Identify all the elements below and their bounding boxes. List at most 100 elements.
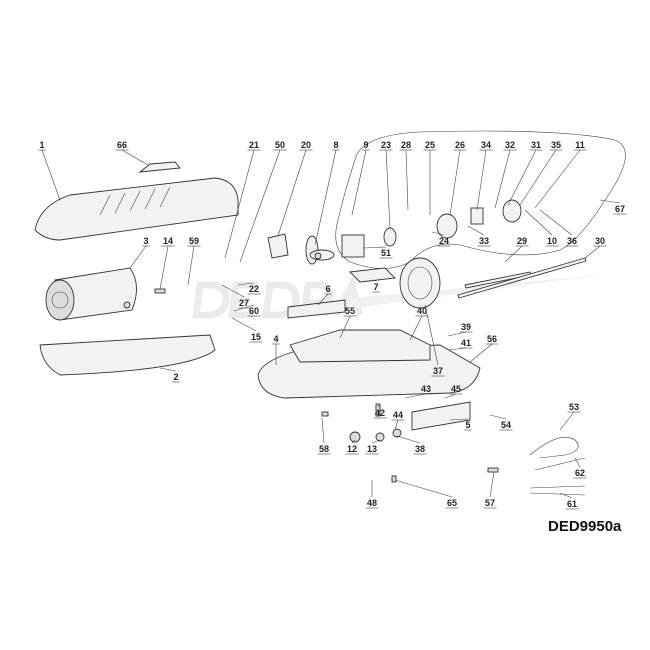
pump-body-part bbox=[502, 199, 522, 223]
leader-line bbox=[599, 199, 621, 204]
motor-part bbox=[341, 234, 365, 258]
part-number-label: 10 bbox=[547, 236, 557, 246]
part-number-label: 24 bbox=[439, 236, 449, 246]
leader-line bbox=[584, 245, 601, 259]
leader-line bbox=[396, 435, 421, 444]
part-callout-30: 30 bbox=[584, 236, 607, 259]
part-number-label: 59 bbox=[189, 236, 199, 246]
part-number-label: 38 bbox=[415, 444, 425, 454]
part-number-label: 54 bbox=[501, 420, 511, 430]
part-callout-37: 37 bbox=[424, 304, 445, 377]
part-callout-56: 56 bbox=[469, 334, 499, 363]
kit-outline-67 bbox=[335, 130, 626, 269]
part-callout-2: 2 bbox=[159, 367, 180, 383]
part-number-label: 53 bbox=[569, 402, 579, 412]
part-number-label: 62 bbox=[575, 468, 585, 478]
part-callout-50: 50 bbox=[239, 140, 287, 263]
part-number-label: 58 bbox=[319, 444, 329, 454]
leader-line bbox=[377, 404, 381, 408]
part-number-label: 35 bbox=[551, 140, 561, 150]
leader-line bbox=[221, 284, 245, 298]
part-number-label: 12 bbox=[347, 444, 357, 454]
part-number-label: 14 bbox=[163, 236, 173, 246]
cable-61 bbox=[529, 485, 586, 496]
part-callout-12: 12 bbox=[345, 439, 359, 455]
part-number-label: 2 bbox=[173, 372, 178, 382]
leader-line bbox=[159, 245, 169, 290]
part-callout-35: 35 bbox=[519, 140, 563, 206]
fan-guard-part bbox=[399, 257, 441, 309]
part-number-label: 13 bbox=[367, 444, 377, 454]
part-number-label: 5 bbox=[465, 420, 470, 430]
part-number-label: 43 bbox=[421, 384, 431, 394]
bracket-7-part bbox=[349, 267, 396, 283]
part-number-label: 36 bbox=[567, 236, 577, 246]
part-callout-28: 28 bbox=[399, 140, 413, 211]
leader-line bbox=[424, 304, 439, 366]
part-callout-48: 48 bbox=[365, 480, 379, 509]
part-callout-67: 67 bbox=[599, 199, 627, 215]
part-callout-36: 36 bbox=[539, 209, 579, 247]
part-callout-42: 42 bbox=[373, 404, 387, 419]
leader-line bbox=[394, 419, 399, 431]
leader-line bbox=[449, 418, 469, 421]
handle-part bbox=[138, 161, 181, 173]
leader-line bbox=[494, 149, 511, 209]
leader-line bbox=[351, 439, 356, 444]
part-number-label: 8 bbox=[333, 140, 338, 150]
leader-line bbox=[507, 149, 537, 206]
part-number-label: 29 bbox=[517, 236, 527, 246]
lower-shell-part bbox=[39, 334, 216, 376]
part-callout-31: 31 bbox=[507, 140, 543, 206]
part-number-label: 33 bbox=[479, 236, 489, 246]
leader-line bbox=[187, 245, 195, 286]
leader-line bbox=[405, 149, 409, 211]
leader-line bbox=[447, 347, 467, 351]
part-callout-25: 25 bbox=[423, 140, 437, 215]
cable-53 bbox=[529, 436, 579, 459]
leader-line bbox=[277, 149, 307, 237]
part-number-label: 48 bbox=[367, 498, 377, 508]
part-callout-21: 21 bbox=[224, 140, 261, 259]
part-number-label: 45 bbox=[451, 384, 461, 394]
part-number-label: 40 bbox=[417, 306, 427, 316]
leader-line bbox=[339, 315, 351, 339]
leader-line bbox=[431, 231, 445, 236]
part-callout-45: 45 bbox=[444, 384, 463, 399]
part-number-label: 61 bbox=[567, 499, 577, 509]
part-number-label: 66 bbox=[117, 140, 127, 150]
leader-line bbox=[363, 246, 387, 249]
part-number-label: 22 bbox=[249, 284, 259, 294]
leader-line bbox=[559, 492, 573, 499]
part-callout-39: 39 bbox=[447, 322, 473, 337]
part-callout-6: 6 bbox=[317, 284, 332, 306]
part-number-label: 9 bbox=[363, 140, 368, 150]
part-callout-33: 33 bbox=[467, 225, 491, 247]
part-callout-43: 43 bbox=[404, 384, 433, 399]
leader-line bbox=[239, 149, 281, 263]
part-number-label: 25 bbox=[425, 140, 435, 150]
part-number-label: 28 bbox=[401, 140, 411, 150]
part-number-label: 3 bbox=[143, 236, 148, 246]
part-callout-5: 5 bbox=[449, 418, 472, 431]
leader-line bbox=[469, 343, 493, 363]
plate-part bbox=[287, 299, 346, 319]
leader-line bbox=[504, 245, 523, 263]
part-number-label: 20 bbox=[301, 140, 311, 150]
part-number-label: 60 bbox=[249, 306, 259, 316]
part-callout-44: 44 bbox=[391, 410, 405, 431]
part-callout-54: 54 bbox=[489, 414, 513, 431]
part-number-label: 1 bbox=[39, 140, 44, 150]
leader-line bbox=[404, 393, 427, 399]
part-number-label: 7 bbox=[373, 282, 378, 292]
part-number-label: 51 bbox=[381, 248, 391, 258]
rod-30 bbox=[457, 257, 587, 299]
part-callout-66: 66 bbox=[115, 140, 149, 166]
part-callout-59: 59 bbox=[187, 236, 201, 286]
part-number-label: 31 bbox=[531, 140, 541, 150]
leader-line bbox=[314, 149, 337, 246]
part-number-label: 41 bbox=[461, 338, 471, 348]
part-number-label: 65 bbox=[447, 498, 457, 508]
